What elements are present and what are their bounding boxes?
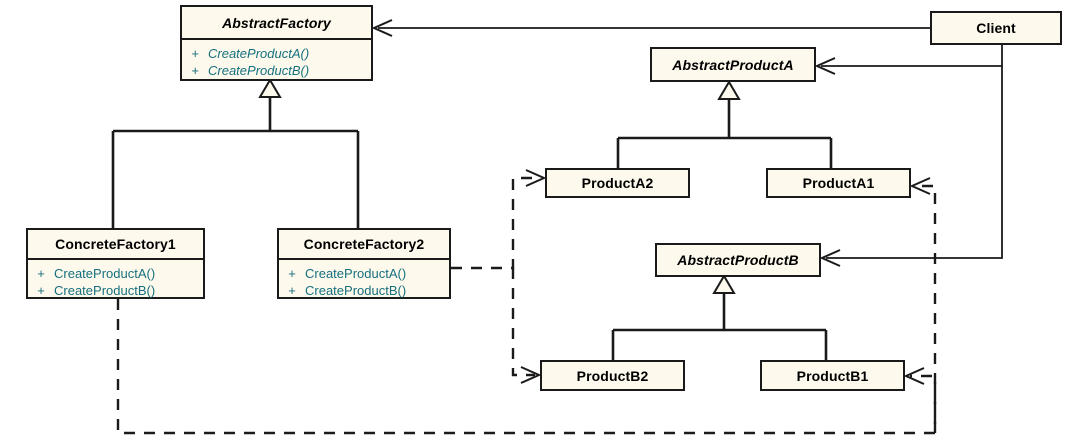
class-title-abstractproducta: AbstractProductA [672, 56, 794, 73]
member-visibility: + [288, 283, 296, 298]
association-client-abstractproducta [814, 44, 1003, 75]
class-member: + CreateProductB() [182, 62, 371, 79]
dependency-concretefactory1 [116, 177, 937, 435]
class-member: + CreateProductB() [28, 282, 203, 299]
class-title-abstractproductb: AbstractProductB [677, 252, 799, 268]
dependency-line-cf2-producta2 [451, 176, 540, 270]
member-visibility: + [37, 283, 45, 298]
dependency-line-cf2-productb2 [511, 268, 535, 377]
class-members-concretefactory1: + CreateProductA() + CreateProductB() [28, 258, 203, 299]
member-visibility: + [288, 266, 296, 281]
open-arrowhead-productb2 [520, 366, 542, 384]
open-arrowhead-producta2 [525, 169, 547, 187]
member-visibility: + [37, 266, 45, 281]
open-arrowhead-producta1 [909, 177, 931, 195]
class-title-producta2: ProductA2 [581, 175, 654, 191]
open-arrowhead-productb1 [903, 367, 925, 385]
hollow-triangle-arrowhead-abstractproductb [712, 274, 736, 294]
class-title-productb2: ProductB2 [576, 367, 649, 384]
class-member: + CreateProductA() [28, 265, 203, 282]
class-title-client: Client [976, 20, 1016, 36]
open-arrowhead-abstractfactory [371, 19, 393, 37]
association-line-client-abstractproducta [821, 44, 1003, 67]
class-box-productb1[interactable]: ProductB1 [760, 360, 905, 391]
generalization-fork-factories [111, 97, 360, 228]
class-title-productb1: ProductB1 [796, 367, 869, 384]
association-client-abstractfactory [371, 19, 930, 37]
generalization-product-b [611, 274, 828, 360]
hollow-triangle-arrowhead-abstractfactory [258, 78, 282, 98]
class-box-abstractfactory[interactable]: AbstractFactory + CreateProductA() + Cre… [180, 5, 373, 81]
generalization-product-a [616, 80, 833, 168]
member-signature: CreateProductB() [305, 283, 407, 298]
dependency-line-cf1-producta1 [116, 184, 937, 435]
member-visibility: + [191, 63, 199, 78]
class-box-producta1[interactable]: ProductA1 [766, 168, 911, 198]
class-box-concretefactory2[interactable]: ConcreteFactory2 + CreateProductA() + Cr… [277, 228, 451, 299]
member-signature: CreateProductB() [208, 63, 310, 78]
generalization-fork-product-b [611, 293, 828, 360]
generalization-fork-product-a [616, 99, 833, 168]
class-title-concretefactory2: ConcreteFactory2 [303, 236, 425, 252]
member-signature: CreateProductA() [305, 266, 407, 281]
class-member: + CreateProductA() [182, 45, 371, 62]
class-box-productb2[interactable]: ProductB2 [540, 360, 685, 391]
class-member: + CreateProductA() [279, 265, 449, 282]
generalization-factories [111, 78, 360, 228]
class-members-concretefactory2: + CreateProductA() + CreateProductB() [279, 258, 449, 299]
class-member: + CreateProductB() [279, 282, 449, 299]
dependency-line-cf1-productb1 [910, 374, 937, 433]
hollow-triangle-arrowhead-abstractproducta [717, 80, 741, 100]
class-title-producta1: ProductA1 [802, 175, 875, 191]
open-arrowhead-abstractproducta [814, 57, 836, 75]
class-box-abstractproductb[interactable]: AbstractProductB [655, 243, 821, 277]
class-box-concretefactory1[interactable]: ConcreteFactory1 + CreateProductA() + Cr… [26, 228, 205, 299]
class-title-concretefactory1: ConcreteFactory1 [55, 236, 176, 252]
class-box-abstractproducta[interactable]: AbstractProductA [650, 47, 816, 82]
association-line-client-abstractproductb [826, 66, 1003, 259]
dependency-concretefactory2 [451, 169, 547, 384]
class-box-client[interactable]: Client [930, 11, 1062, 45]
member-signature: CreateProductA() [208, 46, 310, 61]
member-visibility: + [191, 46, 199, 61]
association-client-abstractproductb [819, 66, 1003, 267]
member-signature: CreateProductA() [54, 266, 156, 281]
member-signature: CreateProductB() [54, 283, 156, 298]
class-members-abstractfactory: + CreateProductA() + CreateProductB() [182, 38, 371, 81]
class-title-abstractfactory: AbstractFactory [222, 14, 331, 31]
class-box-producta2[interactable]: ProductA2 [545, 168, 690, 198]
open-arrowhead-abstractproductb [819, 249, 841, 267]
